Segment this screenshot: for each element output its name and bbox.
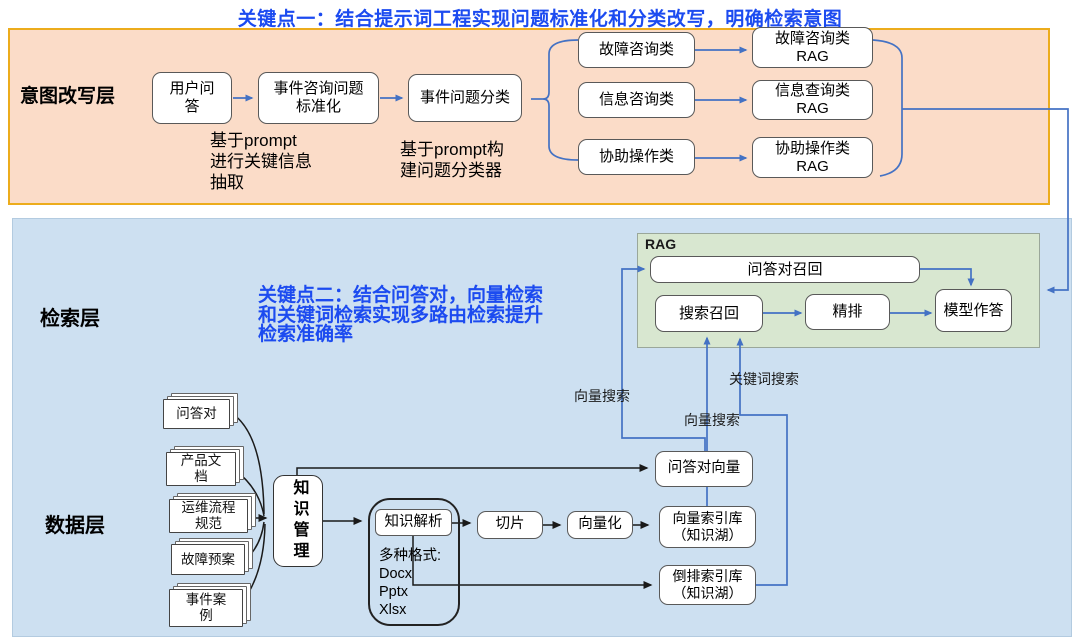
node-cat-info: 信息咨询类	[578, 82, 695, 118]
keypoint1-title: 关键点一：结合提示词工程实现问题标准化和分类改写，明确检索意图	[237, 9, 843, 30]
node-inverted-index: 倒排索引库 （知识湖）	[659, 565, 756, 605]
edge-label-vector-search-mid: 向量搜索	[684, 412, 740, 428]
data-layer-label: 数据层	[45, 515, 105, 537]
node-search-recall: 搜索召回	[655, 295, 763, 332]
doc-product-docs: 产品文 档	[166, 446, 244, 486]
doc-ops-spec: 运维流程 规范	[169, 493, 256, 533]
node-slice: 切片	[477, 511, 543, 539]
node-model-answer: 模型作答	[935, 289, 1012, 332]
doc-qa-pairs: 问答对	[163, 393, 238, 429]
edge-label-keyword-search: 关键词搜索	[729, 371, 799, 387]
doc-incident-case: 事件案 例	[169, 583, 251, 627]
node-standardize: 事件咨询问题 标准化	[258, 72, 379, 124]
node-cat-fault: 故障咨询类	[578, 32, 695, 68]
node-vectorize: 向量化	[567, 511, 633, 539]
edge-label-vector-search-left: 向量搜索	[574, 388, 630, 404]
doc-product-docs-label: 产品文 档	[166, 452, 236, 486]
node-knowledge-parse: 知识解析	[375, 509, 452, 536]
doc-incident-case-label: 事件案 例	[169, 589, 243, 627]
node-rag-assist: 协助操作类 RAG	[752, 137, 873, 178]
knowledge-parse-frame	[368, 498, 460, 626]
intent-layer-label: 意图改写层	[20, 86, 116, 107]
node-rerank: 精排	[805, 294, 890, 330]
node-qa-recall: 问答对召回	[650, 256, 920, 283]
note-prompt-classifier: 基于prompt构 建问题分类器	[400, 140, 504, 180]
doc-fault-plan: 故障预案	[171, 538, 253, 575]
node-knowledge-mgmt: 知识管理	[273, 475, 323, 567]
note-prompt-extract: 基于prompt 进行关键信息 抽取	[210, 131, 312, 192]
node-cat-assist: 协助操作类	[578, 139, 695, 175]
keypoint2-note: 关键点二：结合问答对，向量检索 和关键词检索实现多路由检索提升 检索准确率	[258, 285, 544, 345]
doc-ops-spec-label: 运维流程 规范	[169, 499, 248, 533]
doc-qa-pairs-label: 问答对	[163, 399, 230, 429]
formats-note: 多种格式: Docx Pptx Xlsx	[379, 548, 442, 618]
rag-group-label: RAG	[645, 236, 677, 252]
retrieval-layer-label: 检索层	[40, 308, 100, 330]
node-knowledge-mgmt-label: 知识管理	[290, 479, 308, 563]
node-rag-fault: 故障咨询类 RAG	[752, 27, 873, 68]
node-qa-vector: 问答对向量	[655, 451, 753, 487]
node-rag-info: 信息查询类 RAG	[752, 80, 873, 120]
doc-fault-plan-label: 故障预案	[171, 544, 245, 575]
node-question-classify: 事件问题分类	[408, 74, 522, 122]
node-vector-index: 向量索引库 （知识湖）	[659, 506, 756, 548]
node-user-qa: 用户问 答	[152, 72, 232, 124]
